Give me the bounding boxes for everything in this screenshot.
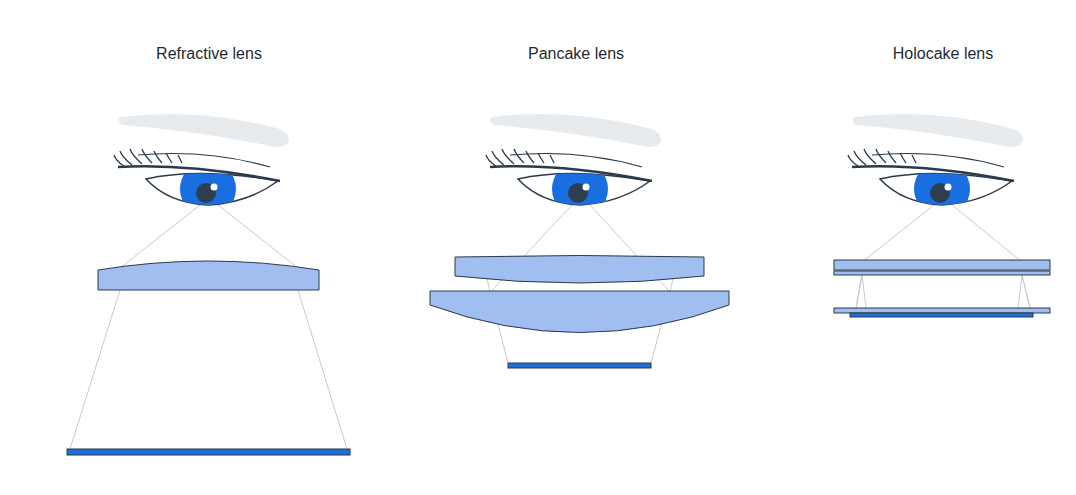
lens-title: Pancake lens [528,44,624,64]
lens-title: Refractive lens [156,44,262,64]
lens-title: Holocake lens [893,44,994,64]
refractive-figure [67,114,350,455]
pancake-figure [430,114,729,368]
holocake-figure [834,114,1050,317]
